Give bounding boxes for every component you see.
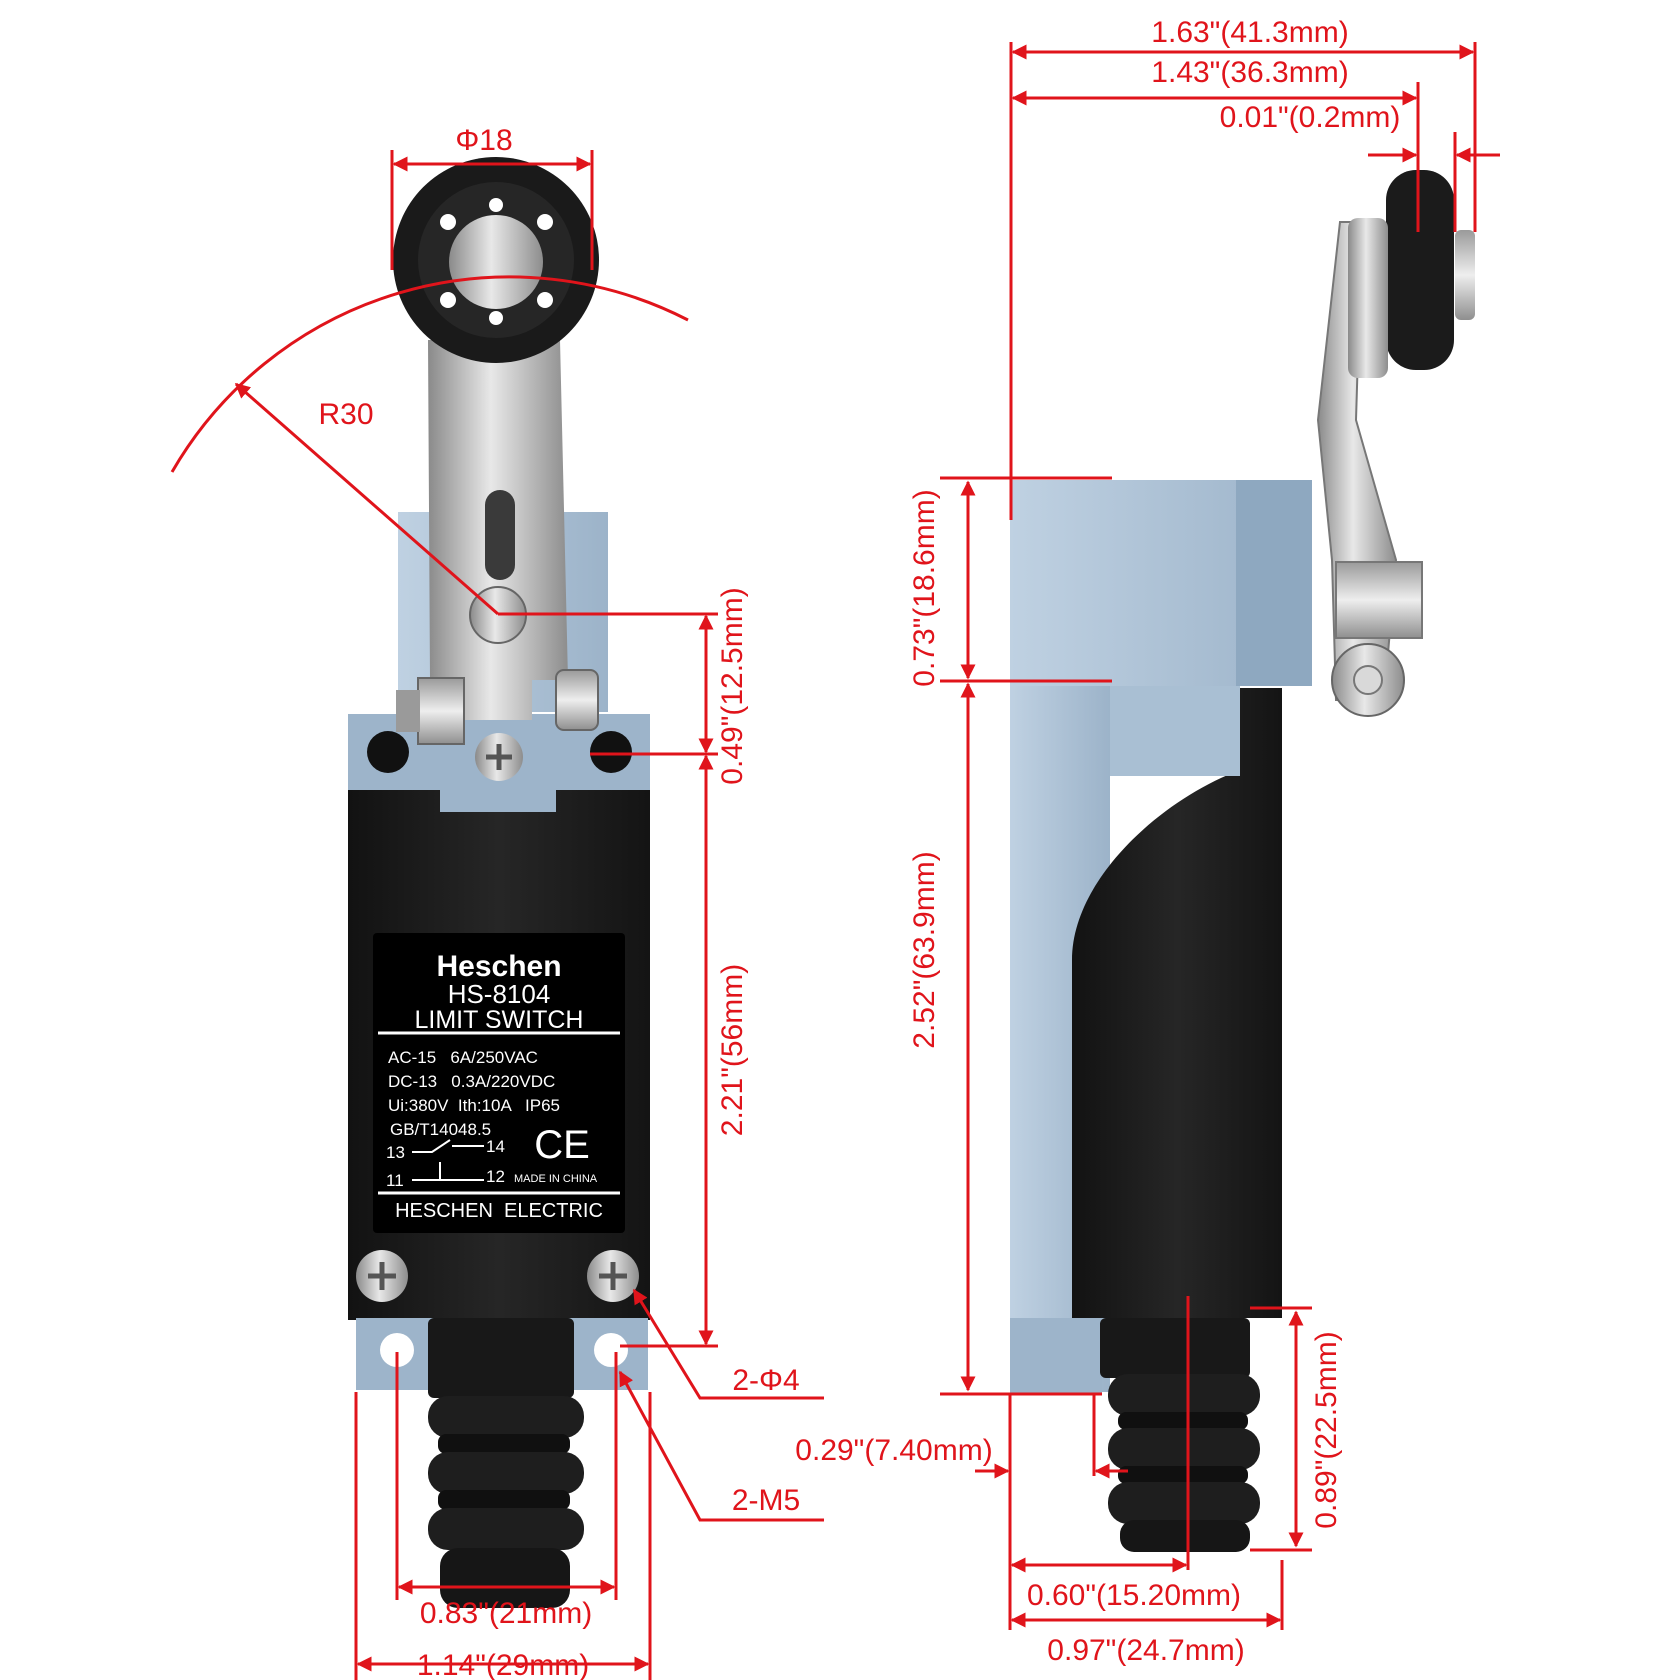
lever-nut xyxy=(417,677,465,745)
side-roller-axle xyxy=(1455,230,1475,320)
dim-overall-width: 1.63"(41.3mm) xyxy=(1151,16,1348,49)
dim-arm-radius-line xyxy=(234,382,499,616)
dim-arm-radius-arc xyxy=(170,275,689,473)
lever-bolt xyxy=(396,690,420,732)
label-terminal-12: 12 xyxy=(486,1167,505,1186)
label-contact-schematic xyxy=(412,1139,484,1181)
label-terminal-11: 11 xyxy=(386,1171,404,1190)
front-screw-top xyxy=(475,733,523,781)
dim-boot-position: 0.60"(15.20mm) xyxy=(1027,1579,1241,1612)
label-rating-ui: Ui:380V Ith:10A IP65 xyxy=(388,1096,560,1115)
label-model: HS-8104 xyxy=(448,979,551,1009)
label-rating-ac: AC-15 6A/250VAC xyxy=(388,1048,538,1067)
dim-roller-diameter: Φ18 xyxy=(455,124,512,157)
front-roller xyxy=(393,157,599,363)
dim-body-width: 1.14"(29mm) xyxy=(417,1649,589,1680)
side-roller xyxy=(1386,170,1454,370)
dim-hole-spec: 2-Φ4 xyxy=(732,1364,799,1397)
label-origin: MADE IN CHINA xyxy=(514,1173,598,1185)
dim-hole-spec-leader xyxy=(632,1288,824,1400)
front-view: Heschen HS-8104 LIMIT SWITCH AC-15 6A/25… xyxy=(170,124,824,1680)
front-rubber-boot xyxy=(428,1318,584,1608)
label-ce-mark: CE xyxy=(534,1123,590,1167)
dim-hole-spacing: 0.83"(21mm) xyxy=(420,1597,592,1630)
side-roller-bracket xyxy=(1348,218,1388,378)
side-black-cover xyxy=(1072,688,1282,1318)
dim-roller-offset: 0.01"(0.2mm) xyxy=(1220,101,1401,134)
side-rubber-boot xyxy=(1100,1318,1260,1552)
bottom-hole-right xyxy=(594,1333,628,1367)
label-type: LIMIT SWITCH xyxy=(415,1006,584,1034)
dim-arm-radius: R30 xyxy=(318,398,373,431)
dim-thread-spec: 2-M5 xyxy=(732,1484,800,1517)
dim-boot-height: 0.89"(22.5mm) xyxy=(1310,1331,1343,1528)
side-view: 1.63"(41.3mm) 1.43"(36.3mm) 0.01"(0.2mm)… xyxy=(795,16,1500,1667)
side-lever-spring xyxy=(1335,561,1423,639)
label-standard: GB/T14048.5 xyxy=(390,1120,491,1139)
mount-hole-right xyxy=(590,731,632,773)
lever-slot xyxy=(485,490,515,580)
label-plate: Heschen HS-8104 LIMIT SWITCH AC-15 6A/25… xyxy=(373,933,625,1233)
label-maker: HESCHEN ELECTRIC xyxy=(395,1200,603,1222)
dim-head-height: 0.73"(18.6mm) xyxy=(908,489,941,686)
dim-body-height: 2.52"(63.9mm) xyxy=(908,851,941,1048)
front-screw-bottom-left xyxy=(356,1250,408,1302)
lever-set-screw xyxy=(555,669,599,731)
dim-thread-spec-leader xyxy=(618,1370,824,1522)
side-head-cap xyxy=(1236,480,1312,686)
dim-pivot-to-mount: 0.49"(12.5mm) xyxy=(716,587,749,784)
dim-body-depth: 0.97"(24.7mm) xyxy=(1047,1634,1244,1667)
dim-base-offset: 0.29"(7.40mm) xyxy=(795,1434,992,1467)
label-rating-dc: DC-13 0.3A/220VDC xyxy=(388,1072,555,1091)
dim-arm-reach: 1.43"(36.3mm) xyxy=(1151,56,1348,89)
mount-hole-left xyxy=(367,731,409,773)
side-base xyxy=(1010,1318,1102,1394)
label-terminal-13: 13 xyxy=(386,1143,405,1162)
front-screw-bottom-right xyxy=(587,1250,639,1302)
label-brand: Heschen xyxy=(436,950,561,983)
side-blue-middle xyxy=(1110,686,1240,776)
dim-mount-to-holes: 2.21"(56mm) xyxy=(716,964,749,1136)
bottom-hole-left xyxy=(380,1333,414,1367)
label-terminal-14: 14 xyxy=(486,1137,505,1156)
